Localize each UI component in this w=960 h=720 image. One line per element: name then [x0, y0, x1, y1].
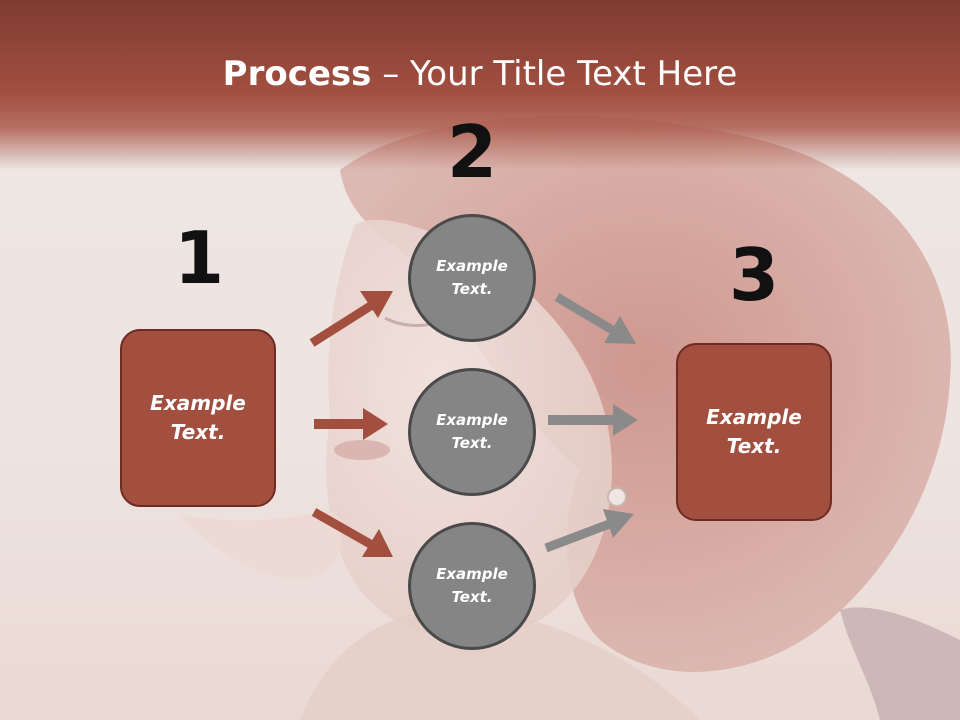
arrow-box1-to-circle-top: [309, 291, 393, 347]
title-rest: Your Title Text Here: [410, 54, 738, 94]
step-box-1-line2: Text.: [170, 420, 226, 444]
circle-top-line1: Example: [436, 257, 508, 275]
title-bold: Process: [222, 54, 372, 94]
step-box-1: Example Text.: [120, 329, 276, 507]
step-number-2: 2: [446, 110, 498, 194]
step-number-3: 3: [728, 233, 780, 317]
arrow-circle-middle-to-box3: [548, 404, 638, 436]
circle-bottom: Example Text.: [408, 522, 536, 650]
title-dash: –: [371, 54, 411, 94]
arrow-circle-top-to-box3: [554, 293, 636, 344]
step-box-3-line2: Text.: [726, 434, 782, 458]
circle-bottom-line2: Text.: [451, 588, 493, 606]
arrow-box1-to-circle-bottom: [311, 508, 393, 557]
circle-middle: Example Text.: [408, 368, 536, 496]
circle-middle-line2: Text.: [451, 434, 493, 452]
slide-title: Process – Your Title Text Here: [0, 52, 960, 96]
circle-middle-line1: Example: [436, 411, 508, 429]
step-number-1: 1: [173, 216, 225, 300]
circle-top-line2: Text.: [451, 280, 493, 298]
step-box-1-line1: Example: [150, 391, 246, 415]
circle-top: Example Text.: [408, 214, 536, 342]
circle-bottom-line1: Example: [436, 565, 508, 583]
arrow-circle-bottom-to-box3: [544, 509, 634, 553]
step-box-3-line1: Example: [706, 405, 802, 429]
step-box-3: Example Text.: [676, 343, 832, 521]
arrow-box1-to-circle-middle: [314, 408, 388, 440]
header-band: [0, 0, 960, 170]
